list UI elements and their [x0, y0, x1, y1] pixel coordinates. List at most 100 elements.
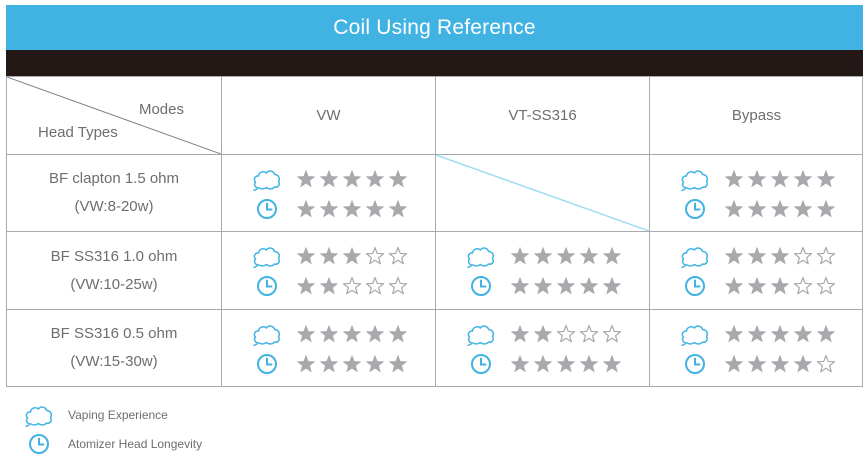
cloud-icon: [250, 320, 284, 348]
rating-cell: [650, 232, 863, 309]
rating-group: [650, 232, 863, 309]
longevity-rating: [678, 195, 836, 223]
star-rating: [296, 324, 408, 344]
star-filled-icon: [511, 247, 529, 265]
star-empty-icon: [816, 354, 836, 373]
vaping-rating: [678, 242, 836, 270]
star-filled-icon: [297, 277, 315, 295]
star-filled-icon: [534, 247, 552, 265]
star-filled-icon: [580, 247, 598, 265]
row-divider: [7, 309, 862, 310]
longevity-rating: [678, 272, 836, 300]
clock-icon: [24, 431, 54, 457]
star-filled-icon: [794, 170, 812, 188]
star-filled-icon: [297, 170, 315, 188]
star-filled-icon: [320, 325, 338, 343]
star-rating: [724, 246, 836, 266]
star-filled-icon: [771, 325, 789, 343]
star-filled-icon: [320, 170, 338, 188]
rating-cell: [650, 155, 863, 231]
rating-cell: [650, 310, 863, 386]
star-filled-icon: [725, 170, 743, 188]
star-empty-icon: [816, 246, 836, 265]
longevity-rating: [464, 272, 622, 300]
vaping-rating: [464, 320, 622, 348]
rating-group: [650, 155, 863, 231]
legend-longevity: Atomizer Head Longevity: [24, 431, 202, 457]
vaping-rating: [250, 242, 408, 270]
star-filled-icon: [343, 247, 361, 265]
header-divider-bar: [6, 50, 863, 76]
star-rating: [510, 276, 622, 296]
star-filled-icon: [725, 277, 743, 295]
clock-icon: [250, 350, 284, 378]
rating-cell: [222, 155, 435, 231]
star-filled-icon: [771, 277, 789, 295]
star-filled-icon: [603, 355, 621, 373]
star-filled-icon: [725, 355, 743, 373]
star-empty-icon: [388, 276, 408, 295]
longevity-rating: [464, 350, 622, 378]
clock-icon: [250, 195, 284, 223]
star-filled-icon: [511, 355, 529, 373]
title-text: Coil Using Reference: [333, 15, 536, 39]
cloud-icon: [678, 242, 712, 270]
star-filled-icon: [389, 325, 407, 343]
mode-header-text: Bypass: [731, 107, 782, 124]
rating-cell: [436, 232, 649, 309]
star-rating: [724, 199, 836, 219]
star-filled-icon: [725, 325, 743, 343]
star-empty-icon: [342, 276, 362, 295]
cloud-icon: [464, 320, 498, 348]
head-type-range: (VW:15-30w): [70, 353, 158, 370]
star-filled-icon: [366, 325, 384, 343]
star-filled-icon: [771, 200, 789, 218]
star-filled-icon: [366, 200, 384, 218]
vaping-rating: [678, 165, 836, 193]
star-rating: [510, 324, 622, 344]
star-rating: [724, 324, 836, 344]
star-filled-icon: [748, 170, 766, 188]
star-filled-icon: [343, 325, 361, 343]
star-filled-icon: [794, 325, 812, 343]
head-types-label: Head Types: [38, 124, 118, 141]
vaping-rating: [464, 242, 622, 270]
star-filled-icon: [748, 200, 766, 218]
vaping-rating: [250, 320, 408, 348]
corner-header-cell: Modes Head Types: [7, 77, 221, 154]
clock-icon: [464, 350, 498, 378]
star-filled-icon: [320, 355, 338, 373]
corner-diagonal: [7, 77, 221, 154]
star-filled-icon: [511, 325, 529, 343]
star-rating: [724, 169, 836, 189]
mode-header-text: VW: [316, 107, 341, 124]
head-type-name: BF clapton 1.5 ohm: [48, 170, 180, 187]
star-filled-icon: [794, 355, 812, 373]
head-type-range: (VW:10-25w): [70, 275, 158, 293]
rating-cell: [222, 310, 435, 386]
star-rating: [724, 354, 836, 374]
star-filled-icon: [794, 200, 812, 218]
vaping-rating: [678, 320, 836, 348]
star-rating: [296, 246, 408, 266]
star-empty-icon: [602, 324, 622, 343]
not-applicable-cell: [436, 155, 649, 231]
star-filled-icon: [580, 355, 598, 373]
star-filled-icon: [817, 170, 835, 188]
star-filled-icon: [557, 355, 575, 373]
rating-group: [222, 310, 435, 386]
star-filled-icon: [297, 355, 315, 373]
star-filled-icon: [771, 247, 789, 265]
star-rating: [510, 354, 622, 374]
cloud-icon: [678, 165, 712, 193]
cloud-icon: [250, 242, 284, 270]
star-filled-icon: [771, 170, 789, 188]
star-filled-icon: [771, 355, 789, 373]
longevity-rating: [250, 272, 408, 300]
star-filled-icon: [297, 200, 315, 218]
cloud-icon: [24, 402, 54, 428]
rating-group: [222, 232, 435, 309]
legend-vaping: Vaping Experience: [24, 402, 168, 428]
rating-group: [436, 232, 649, 309]
star-filled-icon: [511, 277, 529, 295]
